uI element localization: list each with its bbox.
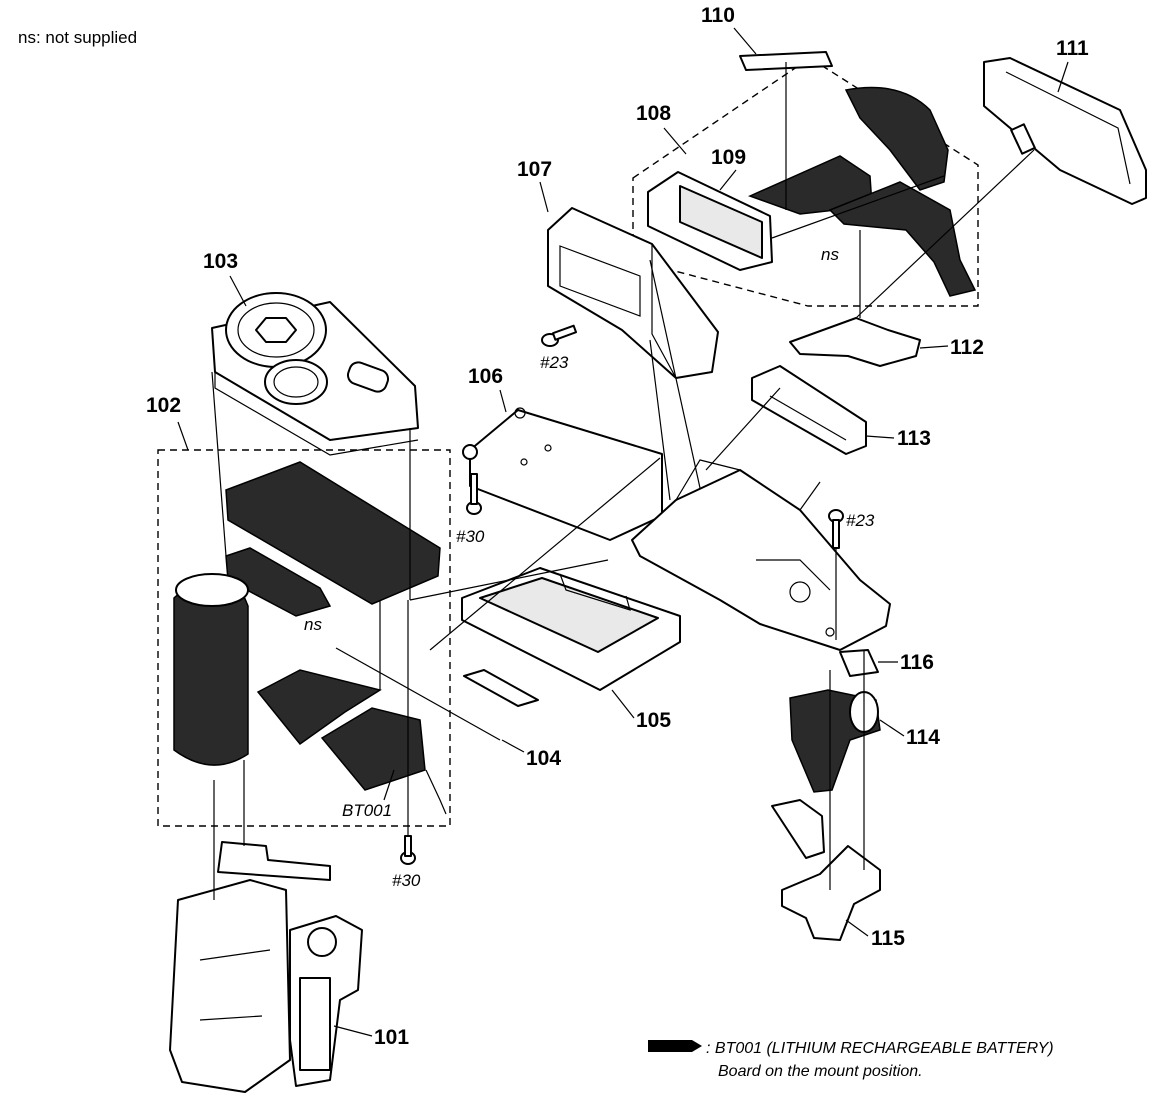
pointing-hand-icon: [648, 1040, 702, 1052]
screw-icon: [541, 324, 578, 347]
callout-114: 114: [906, 726, 940, 749]
screw-label-30-a: #30: [456, 527, 485, 546]
main-chassis: [631, 459, 891, 651]
part-116-clip: [839, 649, 879, 677]
part-104-sheet: [463, 669, 539, 707]
group-box-102: [157, 449, 451, 827]
part-109-lcd-panel: [647, 171, 773, 271]
ns-label-flex: ns: [821, 245, 839, 264]
callout-112: 112: [950, 336, 984, 359]
part-101-frame: [169, 841, 363, 1093]
part-106-plate: [462, 407, 663, 541]
callout-104: 104: [526, 747, 561, 770]
callout-101: 101: [374, 1026, 409, 1049]
part-102-board-assembly: [173, 461, 447, 815]
callout-107: 107: [517, 158, 552, 181]
part-105-bracket: [461, 567, 681, 691]
callout-109: 109: [711, 146, 746, 169]
callout-111: 111: [1056, 37, 1089, 60]
part-112-flex: [789, 317, 921, 367]
part-114-motor: [789, 689, 881, 793]
screw-icon: [828, 509, 844, 549]
part-115-mount: [771, 799, 881, 941]
bt001-leader: [383, 769, 395, 801]
part-108-flex-assembly: [747, 86, 977, 297]
ns-label-board: ns: [304, 615, 322, 634]
callout-106: 106: [468, 365, 503, 388]
screw-label-23-a: #23: [540, 353, 569, 372]
legend-line-2: Board on the mount position.: [718, 1063, 923, 1080]
callout-102: 102: [146, 394, 181, 417]
screw-label-23-b: #23: [846, 511, 875, 530]
callout-108: 108: [636, 102, 671, 125]
assembly-lines: [211, 62, 1035, 900]
callout-103: 103: [203, 250, 238, 273]
bt001-label: BT001: [342, 801, 392, 820]
callout-113: 113: [897, 427, 931, 450]
part-110-sheet: [739, 51, 833, 71]
screw-icon: [400, 835, 416, 865]
screw-icon: [466, 473, 482, 515]
legend-line-1: : BT001 (LITHIUM RECHARGEABLE BATTERY): [706, 1040, 1054, 1057]
callout-116: 116: [900, 651, 934, 674]
callout-110: 110: [701, 4, 735, 27]
part-113-connector: [751, 365, 867, 455]
screw-label-30-b: #30: [392, 871, 421, 890]
part-107-lcd-block: [547, 207, 719, 379]
part-111-cover: [983, 57, 1147, 205]
callout-115: 115: [871, 927, 905, 950]
not-supplied-note: ns: not supplied: [18, 28, 137, 47]
callout-105: 105: [636, 709, 671, 732]
part-103-lens-housing: [211, 292, 419, 456]
callout-leaders: [177, 27, 1069, 1037]
